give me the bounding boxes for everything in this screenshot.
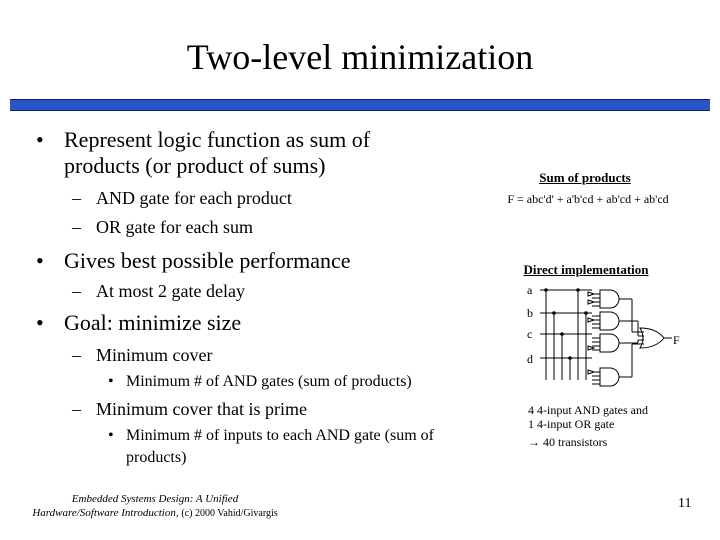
sub-bullet-minimum-cover: – Minimum cover — [72, 342, 432, 369]
dash-icon: – — [72, 217, 81, 237]
sub-sub-bullet-inputs: • Minimum # of inputs to each AND gate (… — [108, 425, 488, 469]
footer-book-title: Hardware/Software Introduction, — [32, 507, 179, 519]
circuit-diagram — [540, 288, 672, 387]
sub-bullet-text: At most 2 gate delay — [96, 281, 245, 301]
sub-sub-bullet-line: Minimum # of inputs to each AND gate (su… — [126, 427, 434, 444]
sub-bullet-text: AND gate for each product — [96, 188, 292, 208]
sub-bullet-text: Minimum cover that is prime — [96, 399, 307, 419]
sub-bullet-and-gate: – AND gate for each product — [72, 185, 432, 212]
title-divider-bar — [10, 99, 710, 111]
transistor-count-note: → 40 transistors — [528, 435, 608, 449]
input-label-a: a — [527, 283, 533, 297]
dash-icon: – — [72, 399, 81, 419]
sub-bullet-text: Minimum cover — [96, 345, 213, 365]
footer-credit: Embedded Systems Design: A Unified Hardw… — [10, 492, 300, 521]
bullet-text: Gives best possible performance — [64, 248, 351, 273]
sub-bullet-or-gate: – OR gate for each sum — [72, 214, 432, 241]
sub-sub-bullet-and-gates: • Minimum # of AND gates (sum of product… — [108, 371, 468, 393]
bullet-line: products (or product of sums) — [64, 153, 326, 178]
sub-sub-bullet-text: Minimum # of AND gates (sum of products) — [126, 373, 412, 390]
gate-count-note-2: 1 4-input OR gate — [528, 417, 615, 431]
gate-count-note-1: 4 4-input AND gates and — [528, 403, 648, 417]
sub-bullet-gate-delay: – At most 2 gate delay — [72, 278, 432, 305]
bullet-dot-icon: • — [36, 127, 44, 152]
footer-copyright: (c) 2000 Vahid/Givargis — [181, 508, 278, 519]
slide-title: Two-level minimization — [186, 37, 534, 77]
input-label-b: b — [527, 306, 533, 320]
sub-bullet-prime-cover: – Minimum cover that is prime — [72, 396, 432, 423]
sop-equation: F = abc'd' + a'b'cd + ab'cd + ab'cd — [507, 192, 669, 206]
dash-icon: – — [72, 345, 81, 365]
dash-icon: – — [72, 281, 81, 301]
bullet-represent: • Represent logic function as sum of pro… — [36, 127, 456, 179]
bullet-goal: • Goal: minimize size — [36, 310, 456, 336]
bullet-text: Goal: minimize size — [64, 310, 242, 335]
bullet-performance: • Gives best possible performance — [36, 248, 456, 274]
page-number: 11 — [678, 496, 692, 511]
output-label-f: F — [673, 333, 680, 347]
footer-line-1: Embedded Systems Design: A Unified — [71, 493, 239, 505]
bullet-dot-icon: • — [108, 373, 114, 390]
bullet-line: Represent logic function as sum of — [64, 127, 371, 152]
sop-heading: Sum of products — [539, 170, 631, 185]
input-label-d: d — [527, 352, 533, 366]
bullet-dot-icon: • — [36, 248, 44, 273]
sub-sub-bullet-line: products) — [126, 449, 187, 466]
direct-heading: Direct implementation — [523, 262, 649, 277]
sub-bullet-text: OR gate for each sum — [96, 217, 253, 237]
dash-icon: – — [72, 188, 81, 208]
bullet-dot-icon: • — [36, 310, 44, 335]
bullet-dot-icon: • — [108, 427, 114, 444]
input-label-c: c — [527, 327, 533, 341]
